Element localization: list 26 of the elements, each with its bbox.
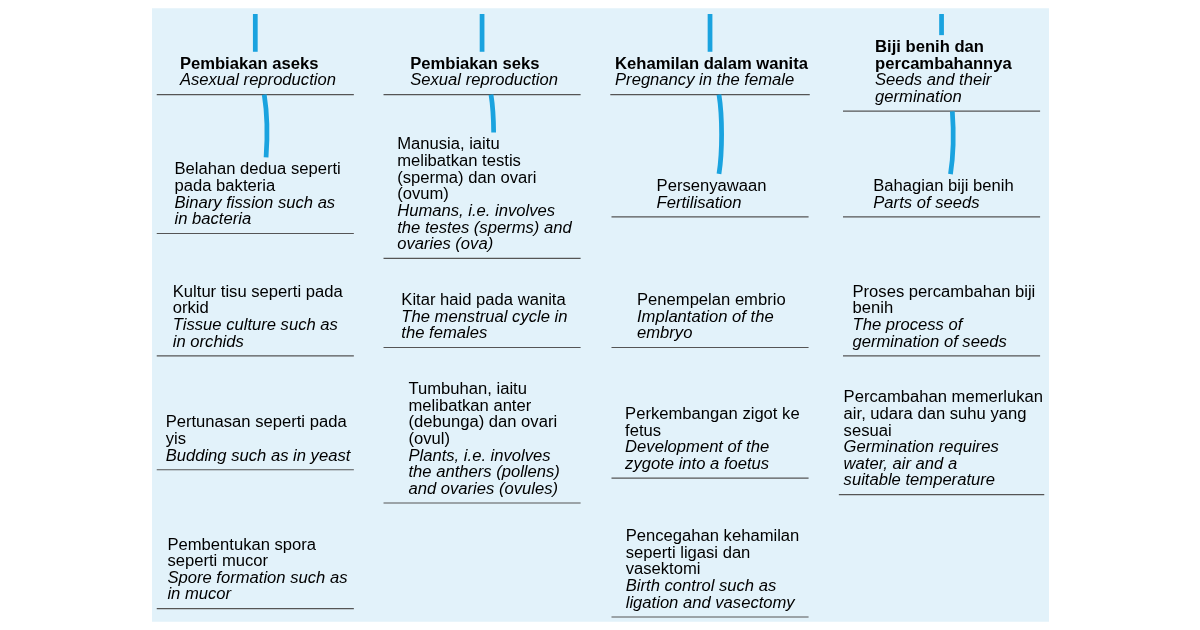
node-text: Pembiakan seks Sexual reproduction	[409, 53, 558, 90]
node-text: Perkembangan zigot ke fetus Development of the zygote into a foetus	[624, 403, 800, 473]
node-text: Proses percambahan biji benih The process of germination of seeds	[852, 281, 1035, 351]
node-text: Kehamilan dalam wanita Pregnancy in the female	[614, 53, 808, 90]
node-text: Bahagian biji benih Parts of seeds	[872, 176, 1014, 212]
node-text: Pembiakan aseks Asexual reproduction	[179, 53, 336, 90]
node-text: Tumbuhan, iaitu melibatkan anter (debunga) dan ovari (ovul) Plants, i.e. involves the anthers (pollens) and ovaries (ovules)	[407, 379, 560, 498]
node-text: Kitar haid pada wanita The menstrual cycle in the females	[400, 289, 567, 343]
connector	[707, 14, 712, 52]
node-text: Pembentukan spora seperti mucor Spore formation such as in mucor	[166, 534, 347, 604]
node-text: Manusia, iaitu melibatkan testis (sperma) dan ovari (ovum) Humans, i.e. involves the testes (sperms) and ovaries (ova)	[396, 134, 572, 254]
node-text: Pencegahan kehamilan seperti ligasi dan vasektomi Birth control such as ligation and vasectomy	[625, 526, 799, 612]
connector	[947, 111, 955, 175]
connector	[261, 94, 269, 158]
connector	[479, 14, 484, 52]
node-text: Kultur tisu seperti pada orkid Tissue culture such as in orchids	[172, 281, 343, 351]
connector	[716, 94, 724, 175]
node-text: Percambahan memerlukan air, udara dan suhu yang sesuai Germination requires water, air and a suitable temperature	[843, 387, 1043, 490]
node-text: Pertunasan seperti pada yis Budding such as in yeast	[165, 412, 350, 465]
connector	[252, 14, 258, 52]
node-text: Penempelan embrio Implantation of the embryo	[636, 289, 786, 343]
node-text: Belahan dedua seperti pada bakteria Binary fission such as in bacteria	[174, 159, 341, 229]
connector	[938, 14, 944, 36]
connector	[488, 94, 496, 133]
node-text: Persenyawaan Fertilisation	[656, 176, 766, 212]
node-text: Biji benih dan percambahannya Seeds and their germination	[874, 37, 1012, 106]
